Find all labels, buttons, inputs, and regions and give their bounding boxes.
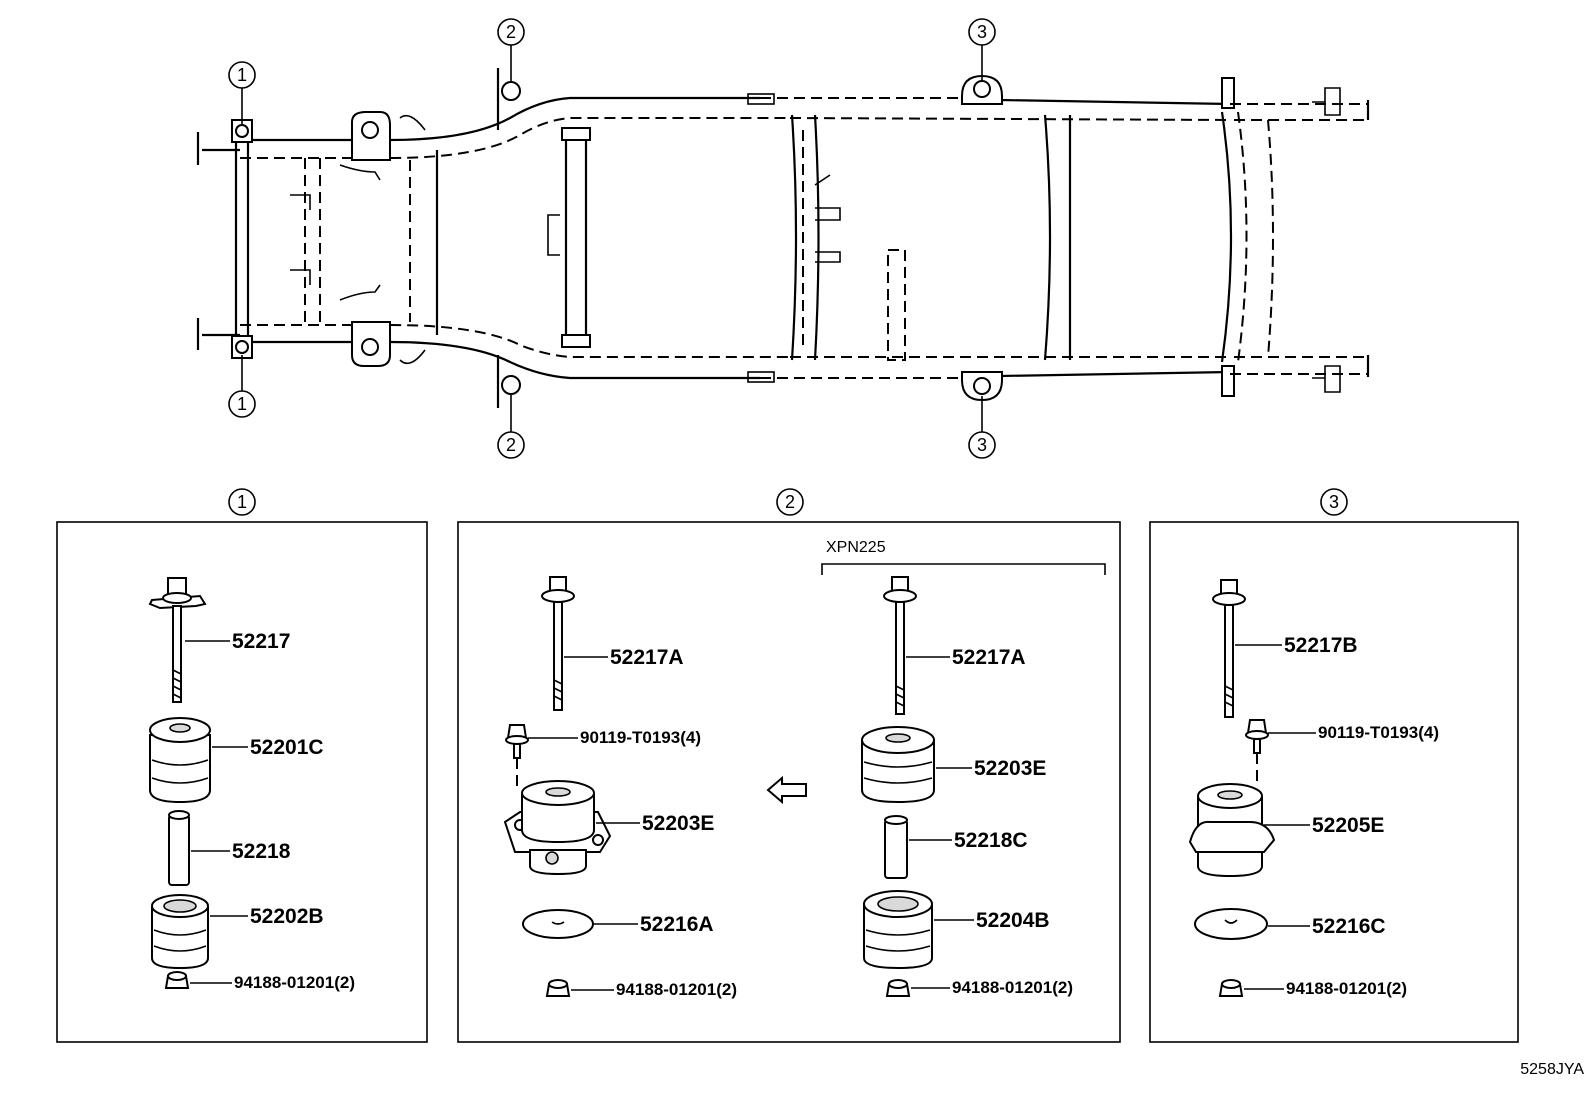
panel-3-frame	[1149, 521, 1519, 1043]
callout-2-top-label: 2	[506, 22, 516, 42]
screw-90119-p3	[1245, 719, 1269, 785]
panel-2-title-circle	[776, 488, 804, 516]
screw-90119-p2	[505, 724, 529, 790]
bolt-52217b	[1212, 579, 1246, 718]
variant-label-xpn225: XPN225	[826, 539, 886, 556]
callout-2-bottom-label: 2	[506, 435, 516, 455]
cushion-52203e-right	[861, 726, 935, 804]
label-52205e: 52205E	[1312, 814, 1384, 837]
label-52217: 52217	[232, 630, 290, 653]
replacement-arrow-icon	[766, 775, 807, 805]
nut-94188-p1	[164, 971, 190, 989]
label-90119-p3: 90119-T0193(4)	[1318, 723, 1439, 742]
sleeve-52218c	[884, 815, 908, 879]
label-52217b: 52217B	[1284, 634, 1358, 657]
panel-2-frame	[457, 521, 1121, 1043]
label-52204b: 52204B	[976, 909, 1050, 932]
label-94188-p1: 94188-01201(2)	[234, 973, 355, 992]
label-52202b: 52202B	[250, 905, 324, 928]
callout-1-top-label: 1	[237, 65, 247, 85]
panel-1-title: 1	[237, 492, 247, 512]
label-94188-p3: 94188-01201(2)	[1286, 979, 1407, 998]
panel-1-title-circle	[228, 488, 256, 516]
panel-1-frame	[56, 521, 428, 1043]
cushion-52202b	[151, 894, 209, 970]
label-94188-p2-left: 94188-01201(2)	[616, 980, 737, 999]
callout-1-bottom-label: 1	[237, 394, 247, 414]
label-94188-p2-right: 94188-01201(2)	[952, 978, 1073, 997]
washer-52216a	[522, 909, 594, 939]
label-52217a-left: 52217A	[610, 646, 684, 669]
panel-2-title: 2	[785, 492, 795, 512]
diagram-code: 5258JYA	[1520, 1061, 1584, 1078]
variant-bracket	[821, 563, 1106, 575]
label-90119-p2: 90119-T0193(4)	[580, 728, 701, 747]
panel-2: 2 XPN225 52217A 90119-T0193(4)	[457, 488, 1121, 1043]
label-52203e-right: 52203E	[974, 757, 1046, 780]
label-52216c: 52216C	[1312, 915, 1386, 938]
label-52201c: 52201C	[250, 736, 324, 759]
label-52218: 52218	[232, 840, 291, 863]
cushion-52201c	[149, 717, 211, 804]
callout-3-top-label: 3	[977, 22, 987, 42]
washer-52216c	[1194, 908, 1268, 940]
cushion-52203e-left	[503, 780, 612, 876]
panel-3-title-circle	[1320, 488, 1348, 516]
label-52217a-right: 52217A	[952, 646, 1026, 669]
label-52203e-left: 52203E	[642, 812, 714, 835]
panel-3: 3 52217B 90119-T0193(4) 52205	[1149, 488, 1519, 1043]
bolt-52217a-left	[541, 576, 575, 711]
bolt-52217	[148, 577, 207, 703]
sleeve-52218	[168, 810, 190, 886]
callout-3-bottom-label: 3	[977, 435, 987, 455]
nut-94188-p3	[1218, 979, 1244, 997]
nut-94188-p2-left	[545, 979, 571, 997]
label-52216a: 52216A	[640, 913, 714, 936]
frame-callouts: 1 1 2 2 3 3	[228, 18, 996, 459]
nut-94188-p2-right	[885, 979, 911, 997]
panel-1: 1 52217 52201C 52218	[56, 488, 428, 1043]
bolt-52217a-right	[883, 576, 917, 715]
cushion-52204b	[863, 890, 933, 970]
cushion-52205e	[1188, 783, 1276, 878]
frame-overview	[196, 68, 1370, 408]
panel-3-title: 3	[1329, 492, 1339, 512]
label-52218c: 52218C	[954, 829, 1028, 852]
